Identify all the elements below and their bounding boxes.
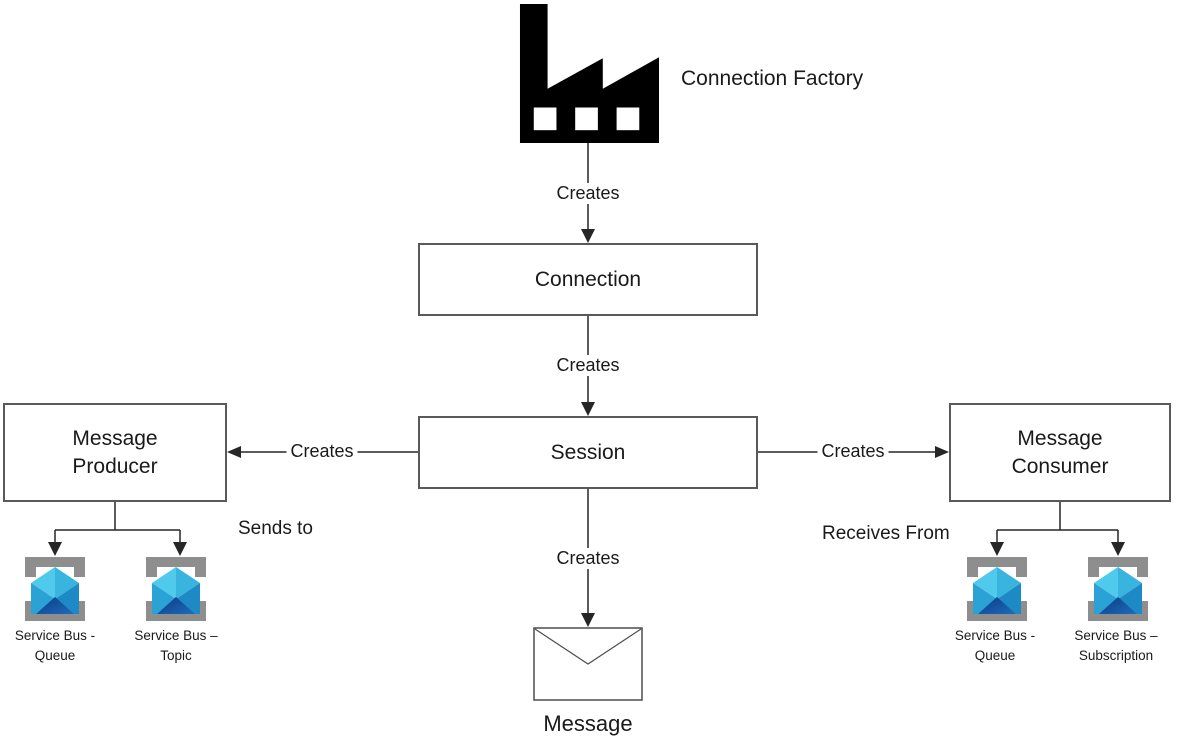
service-bus-topic-icon	[146, 557, 206, 621]
edge-label-creates-consumer: Creates	[817, 441, 889, 462]
consumer-queue-label: Service Bus - Queue	[954, 628, 1036, 663]
edge-label-creates-producer: Creates	[286, 441, 358, 462]
message-label: Message	[543, 711, 633, 736]
node-message-consumer: Message Consumer	[949, 403, 1171, 502]
edge-label-creates-factory: Creates	[552, 183, 624, 204]
consumer-subscription-label: Service Bus – Subscription	[1074, 628, 1158, 663]
factory-icon	[519, 3, 659, 143]
receives-from-label: Receives From	[822, 523, 950, 544]
connection-factory-label: Connection Factory	[681, 67, 864, 90]
service-bus-subscription-icon	[1088, 557, 1148, 621]
service-bus-queue-icon	[25, 557, 85, 621]
node-message-producer-label: Message Producer	[72, 427, 158, 478]
sends-to-label: Sends to	[238, 518, 313, 539]
node-session: Session	[418, 416, 758, 489]
edge-label-creates-connection: Creates	[552, 355, 624, 376]
envelope-icon	[533, 627, 643, 701]
node-session-label: Session	[550, 440, 626, 464]
node-message-consumer-label: Message Consumer	[1011, 427, 1109, 478]
producer-queue-label: Service Bus - Queue	[14, 628, 96, 663]
edge-label-creates-message: Creates	[552, 548, 624, 569]
arrowhead-icons	[48, 229, 1125, 627]
node-connection-label: Connection	[534, 267, 642, 291]
producer-topic-label: Service Bus – Topic	[134, 628, 218, 663]
node-connection: Connection	[418, 243, 758, 316]
service-bus-queue-icon	[967, 557, 1027, 621]
node-message-producer: Message Producer	[3, 403, 227, 502]
